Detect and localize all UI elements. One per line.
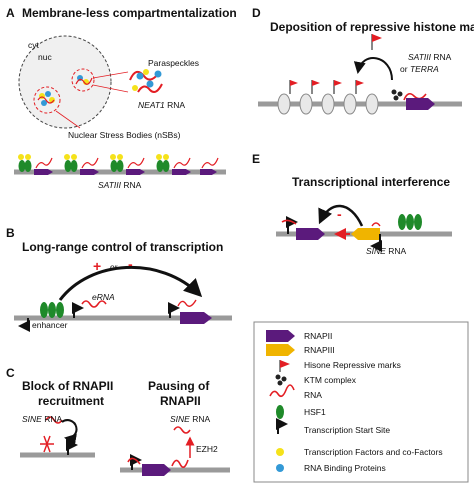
legend-icon-rnapiii bbox=[266, 344, 295, 356]
hsf1-e bbox=[398, 214, 422, 230]
cyt-label: cyt bbox=[28, 40, 39, 50]
panel-e-letter: E bbox=[252, 152, 261, 166]
sine-tss-e bbox=[370, 234, 382, 252]
panel-c-title1-line2: recruitment bbox=[38, 394, 105, 408]
legend-icon-flag bbox=[279, 360, 290, 372]
enhancer-hsf1 bbox=[40, 302, 64, 318]
panel-b-graphics bbox=[14, 266, 232, 332]
legend-icon-rnapii bbox=[266, 330, 295, 342]
panel-a-graphics bbox=[14, 35, 226, 175]
paused-rnapii bbox=[142, 464, 171, 476]
minus-sign-b: - bbox=[128, 256, 133, 272]
legend-icon-hsf1 bbox=[276, 405, 284, 419]
legend-graphics bbox=[253, 321, 469, 483]
panel-c-letter: C bbox=[6, 366, 15, 380]
deposition-arrow bbox=[353, 57, 393, 81]
ezh2-label: EZH2 bbox=[196, 444, 218, 454]
panel-c-title2-line2: RNAPII bbox=[160, 394, 201, 408]
rnapiii-e bbox=[351, 228, 380, 240]
nsb-cluster bbox=[37, 91, 55, 106]
panel-a-title: Membrane-less compartmentalization bbox=[22, 6, 237, 20]
or-terra-label: or TERRA bbox=[400, 64, 439, 74]
satiii-rna-label-a: SATIII RNA bbox=[98, 180, 142, 190]
hsf1-satiii-repeats bbox=[18, 154, 219, 175]
neat1-scaffold bbox=[129, 69, 163, 93]
panel-b-title: Long-range control of transcription bbox=[22, 240, 224, 254]
panel-d-title: Deposition of repressive histone marks bbox=[270, 20, 474, 34]
gene-tss-b bbox=[168, 302, 180, 318]
nucleosomes-d bbox=[277, 93, 379, 115]
minus-sign-e: - bbox=[337, 206, 342, 222]
enhancer-label: enhancer bbox=[32, 320, 68, 330]
long-range-arrow bbox=[58, 266, 203, 301]
rnapii-e bbox=[296, 228, 325, 240]
legend-label-rbp: RNA Binding Proteins bbox=[304, 463, 386, 473]
enhancer-tss bbox=[18, 318, 30, 332]
legend-icon-rbp bbox=[276, 464, 284, 472]
neat1-rna-label: NEAT1 RNA bbox=[138, 100, 186, 110]
erna-label: eRNA bbox=[92, 292, 115, 302]
paraspeckles-label: Paraspeckles bbox=[148, 58, 200, 68]
ktm-complex-d bbox=[391, 89, 403, 101]
gene-tss-c1 bbox=[66, 439, 78, 455]
panel-c-title2-line1: Pausing of bbox=[148, 379, 210, 393]
nuc-label: nuc bbox=[38, 52, 52, 62]
panel-a-letter: A bbox=[6, 6, 15, 20]
legend-icon-rna bbox=[269, 384, 295, 398]
paraspeckle-cluster bbox=[75, 75, 93, 85]
panel-d-graphics bbox=[258, 34, 462, 115]
nsb-label: Nuclear Stress Bodies (nSBs) bbox=[68, 130, 181, 140]
legend-label-ktm: KTM complex bbox=[304, 375, 356, 385]
blocked-rnapii bbox=[40, 435, 54, 453]
panel-b-letter: B bbox=[6, 226, 15, 240]
sine-rna-label-e: SINE RNA bbox=[366, 246, 407, 256]
plus-sign-b: + bbox=[93, 258, 102, 274]
legend-label-rna: RNA bbox=[304, 390, 322, 400]
legend-label-flag: Hisone Repressive marks bbox=[304, 360, 401, 370]
legend-label-tss: Transcription Start Site bbox=[304, 425, 391, 435]
panel-c-graphics bbox=[20, 416, 230, 476]
panel-e-title: Transcriptional interference bbox=[292, 175, 451, 189]
panel-e-graphics bbox=[276, 204, 452, 252]
or-label-b: or bbox=[110, 262, 118, 272]
nsb-body bbox=[33, 86, 61, 114]
sine-rna-label-c1: SINE RNA bbox=[22, 414, 63, 424]
legend-icon-ktm bbox=[275, 374, 287, 386]
erna-transcript bbox=[81, 300, 107, 308]
panel-c-title1-line1: Block of RNAPII bbox=[22, 379, 114, 393]
sine-rna-label-c2: SINE RNA bbox=[170, 414, 211, 424]
legend-icon-tss bbox=[276, 418, 288, 434]
paraspeckle-body bbox=[71, 68, 95, 92]
erna-tss bbox=[72, 302, 84, 318]
legend-icon-tf bbox=[276, 448, 284, 456]
repressive-flags-d bbox=[289, 34, 382, 94]
rnapii-b bbox=[180, 312, 212, 324]
legend-label-rnapii: RNAPII bbox=[304, 331, 333, 341]
legend-label-hsf1: HSF1 bbox=[304, 407, 326, 417]
legend-label-rnapiii: RNAPIII bbox=[304, 345, 335, 355]
interference-arrow bbox=[318, 204, 364, 227]
rnapii-d bbox=[406, 98, 435, 110]
panel-d-letter: D bbox=[252, 6, 261, 20]
sine-rna-loop bbox=[61, 419, 78, 446]
satiii-rna-label-d: SATIII RNA bbox=[408, 52, 452, 62]
legend-label-tf: Transcription Factors and co-Factors bbox=[304, 447, 443, 457]
